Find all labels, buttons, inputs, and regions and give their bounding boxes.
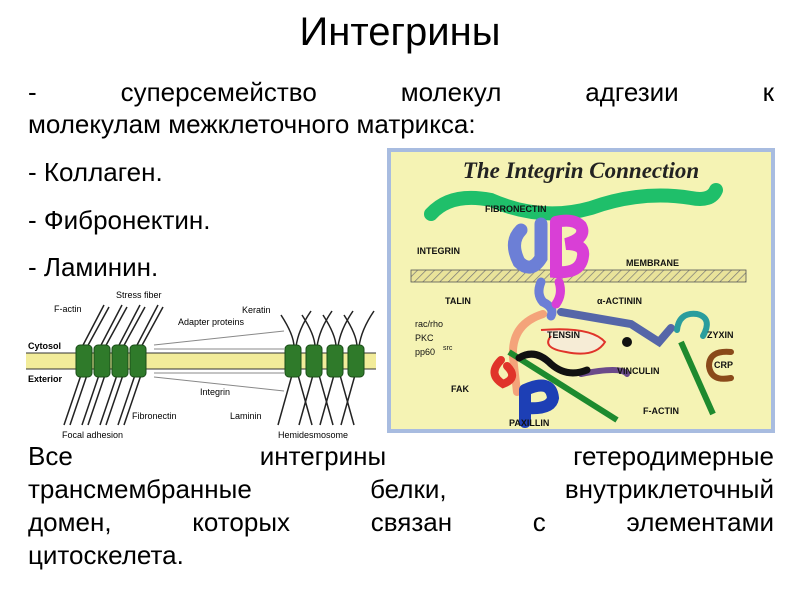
label-fak: FAK [451,384,470,394]
label-vinculin: VINCULIN [617,366,660,376]
outro-line-2: трансмембранные белки, внутриклеточный [28,473,774,506]
label-fibronectin: Fibronectin [132,411,177,421]
f-actin-filament-2 [681,342,713,414]
label-integrin: Integrin [200,387,230,397]
label-integrin: INTEGRIN [417,246,460,256]
bullet-collagen: - Коллаген. [28,156,163,188]
bullet-laminin: - Ламинин. [28,251,158,283]
adhesion-schematic: Stress fiber F-actin Keratin Adapter pro… [26,285,376,443]
label-pkc: PKC [415,333,434,343]
integrin-connection-figure: The Integrin Connection FIBRONECTIN MEMB… [387,148,775,433]
label-alpha-actinin: α-ACTININ [597,296,642,306]
label-pp60: pp60 [415,347,435,357]
outro-text: Все интегрины гетеродимерные трансмембра… [28,440,774,572]
label-stress-fiber: Stress fiber [116,290,162,300]
label-hemidesmosome: Hemidesmosome [278,430,348,440]
zyxin-shape [677,314,707,336]
beta-subunit [556,221,583,273]
outro-line-1: Все интегрины гетеродимерные [28,440,774,473]
fak-shape [494,360,512,384]
label-f-actin: F-ACTIN [643,406,679,416]
label-fibronectin: FIBRONECTIN [485,204,547,214]
label-keratin: Keratin [242,305,271,315]
label-f-actin: F-actin [54,304,82,314]
bullet-fibronectin: - Фибронектин. [28,204,210,236]
label-src: src [443,345,453,352]
label-exterior: Exterior [28,374,63,384]
label-membrane: MEMBRANE [626,258,679,268]
label-tensin: TENSIN [547,330,580,340]
paxillin-shape [525,386,553,423]
label-focal-adhesion: Focal adhesion [62,430,123,440]
page-title: Интегрины [0,8,800,56]
outro-line-4: цитоскелета. [28,540,184,570]
label-cytosol: Cytosol [28,341,61,351]
label-laminin: Laminin [230,411,262,421]
fibronectin-shape [431,190,716,214]
intro-line-1: - суперсемейство молекул адгезии к [28,76,774,108]
label-adapter-proteins: Adapter proteins [178,317,245,327]
label-zyxin: ZYXIN [707,330,734,340]
alpha-subunit [514,224,541,267]
label-rac-rho: rac/rho [415,319,443,329]
label-talin: TALIN [445,296,471,306]
intro-text: - суперсемейство молекул адгезии к молек… [28,76,774,140]
intro-line-2: молекулам межклеточного матрикса: [28,109,476,139]
label-crp: CRP [714,360,733,370]
label-paxillin: PAXILLIN [509,418,549,428]
outro-line-3: домен, которых связан с элементами [28,506,774,539]
